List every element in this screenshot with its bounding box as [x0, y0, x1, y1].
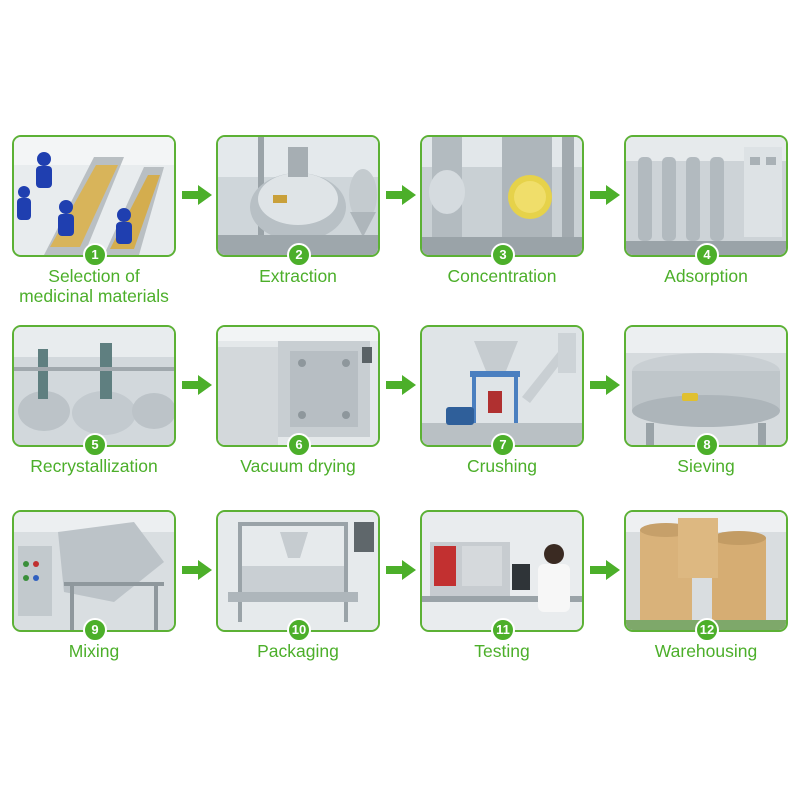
extraction-tanks-image	[218, 137, 378, 255]
step-number-badge: 8	[695, 433, 719, 457]
step-vacuum-drying: 6 Vacuum drying	[216, 325, 380, 476]
step-number-badge: 5	[83, 433, 107, 457]
step-number-badge: 12	[695, 618, 719, 642]
step-photo	[420, 135, 584, 257]
step-warehousing: 12 Warehousing	[624, 510, 788, 661]
step-photo	[420, 510, 584, 632]
step-mixing: 9 Mixing	[12, 510, 176, 661]
step-adsorption: 4 Adsorption	[624, 135, 788, 286]
arrow-right-icon	[182, 373, 212, 397]
workers-sorting-image	[14, 137, 174, 255]
arrow-right-icon	[590, 558, 620, 582]
step-label: Testing	[474, 641, 530, 661]
step-recrystallization: 5 Recrystallization	[12, 325, 176, 476]
step-label: Sieving	[677, 456, 735, 476]
crystallizer-tanks-image	[14, 327, 174, 445]
step-photo	[216, 325, 380, 447]
crusher-image	[422, 327, 582, 445]
step-label: Extraction	[259, 266, 337, 286]
step-number-badge: 11	[491, 618, 515, 642]
adsorption-columns-image	[626, 137, 786, 255]
step-crushing: 7 Crushing	[420, 325, 584, 476]
sieving-machine-image	[626, 327, 786, 445]
step-sieving: 8 Sieving	[624, 325, 788, 476]
step-photo	[420, 325, 584, 447]
step-number-badge: 3	[491, 243, 515, 267]
fiber-drums-image	[626, 512, 786, 630]
step-packaging: 10 Packaging	[216, 510, 380, 661]
step-label: Packaging	[257, 641, 339, 661]
step-number-badge: 9	[83, 618, 107, 642]
concentrator-image	[422, 137, 582, 255]
step-testing: 11 Testing	[420, 510, 584, 661]
step-label: Crushing	[466, 456, 538, 476]
arrow-right-icon	[386, 558, 416, 582]
step-number-badge: 2	[287, 243, 311, 267]
arrow-right-icon	[386, 373, 416, 397]
mixer-image	[14, 512, 174, 630]
step-number-badge: 4	[695, 243, 719, 267]
step-label: Adsorption	[664, 266, 748, 286]
step-number-badge: 7	[491, 433, 515, 457]
step-number-badge: 10	[287, 618, 311, 642]
arrow-right-icon	[182, 183, 212, 207]
step-number-badge: 1	[83, 243, 107, 267]
arrow-right-icon	[590, 373, 620, 397]
step-photo	[12, 135, 176, 257]
step-concentration: 3 Concentration	[420, 135, 584, 286]
step-label: Warehousing	[654, 641, 758, 661]
packaging-machine-image	[218, 512, 378, 630]
laboratory-testing-image	[422, 512, 582, 630]
step-label: Mixing	[68, 641, 120, 661]
step-extraction: 2 Extraction	[216, 135, 380, 286]
step-number-badge: 6	[287, 433, 311, 457]
step-selection: 1 Selection of medicinal materials	[12, 135, 176, 306]
step-label: Recrystallization	[30, 456, 158, 476]
arrow-right-icon	[182, 558, 212, 582]
arrow-right-icon	[590, 183, 620, 207]
step-label: Vacuum drying	[240, 456, 356, 476]
arrow-right-icon	[386, 183, 416, 207]
step-label: Concentration	[447, 266, 557, 286]
step-label: Selection of medicinal materials	[19, 266, 169, 306]
step-photo	[624, 325, 788, 447]
step-photo	[624, 135, 788, 257]
step-photo	[624, 510, 788, 632]
step-photo	[12, 325, 176, 447]
vacuum-dryer-image	[218, 327, 378, 445]
step-photo	[216, 510, 380, 632]
step-photo	[216, 135, 380, 257]
step-photo	[12, 510, 176, 632]
